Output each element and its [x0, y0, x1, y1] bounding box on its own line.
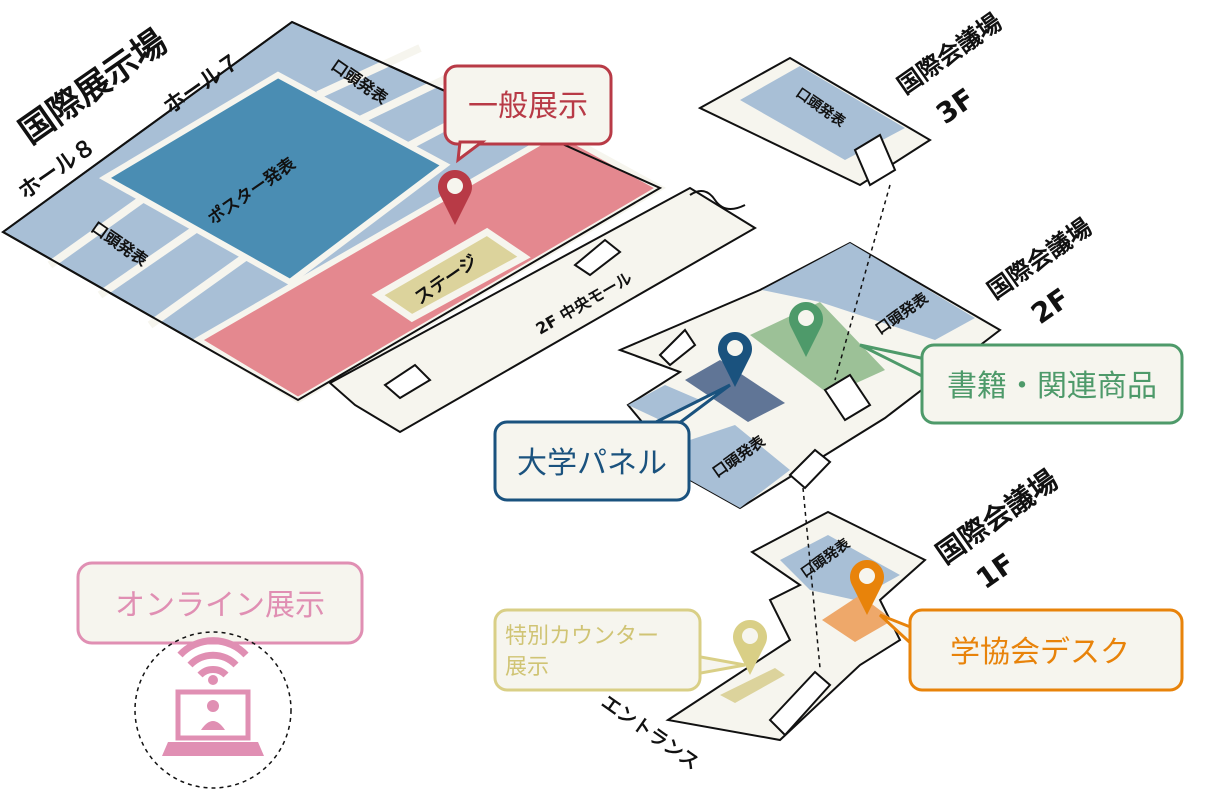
- stairs-icon: [853, 133, 897, 187]
- callout-general-exhibit[interactable]: 一般展示: [443, 64, 613, 164]
- conf-3f-title: 国際会議場: [892, 8, 1006, 100]
- stairs-icon: [383, 363, 432, 400]
- stairs-icon: [823, 373, 872, 422]
- conference-1f: [665, 510, 927, 742]
- floor-connector: [802, 487, 821, 669]
- conf-2f-floor: 2F: [1025, 282, 1076, 331]
- conference-3f: [697, 56, 932, 187]
- stairs-icon: [658, 328, 697, 367]
- conf-2f-title: 国際会議場: [982, 213, 1096, 305]
- special-counter-label-1: 特別カウンター: [505, 624, 659, 649]
- special-counter-pin-icon[interactable]: [733, 620, 767, 675]
- callout-books[interactable]: 書籍・関連商品: [859, 343, 1184, 425]
- conf-1f-floor: 1F: [970, 547, 1021, 596]
- general-exhibit-label: 一般展示: [468, 89, 588, 124]
- conf-3f-floor: 3F: [930, 82, 981, 131]
- special-counter-area: [720, 668, 785, 703]
- general-exhibit-pin-icon[interactable]: [437, 170, 472, 225]
- books-label: 書籍・関連商品: [947, 369, 1157, 404]
- university-panel-area: [685, 360, 785, 422]
- stage-area: [371, 227, 531, 323]
- stairs-icon: [788, 448, 832, 490]
- callout-online[interactable]: オンライン展示: [76, 561, 364, 645]
- books-pin-icon[interactable]: [789, 302, 823, 357]
- central-mall: [328, 186, 757, 434]
- university-panel-label: 大学パネル: [517, 446, 667, 481]
- society-desk-area: [822, 595, 893, 642]
- society-desk-pin-icon[interactable]: [850, 560, 885, 615]
- society-desk-label: 学協会デスク: [950, 635, 1130, 670]
- stairs-icon: [573, 238, 622, 277]
- stairs-icon: [768, 670, 832, 737]
- books-area: [750, 302, 885, 395]
- conference-2f: [617, 241, 1002, 510]
- poster-area: [99, 71, 451, 286]
- callout-society-desk[interactable]: 学協会デスク: [878, 608, 1184, 692]
- floor-connector: [834, 184, 891, 381]
- online-laptop-icon: [134, 631, 292, 789]
- callout-special-counter[interactable]: 特別カウンター 展示: [493, 608, 746, 692]
- callout-university-panel[interactable]: 大学パネル: [493, 383, 731, 502]
- online-label: オンライン展示: [115, 588, 325, 623]
- special-counter-label-2: 展示: [505, 655, 549, 680]
- university-panel-pin-icon[interactable]: [718, 332, 752, 387]
- entrance-label: エントランス: [597, 691, 703, 774]
